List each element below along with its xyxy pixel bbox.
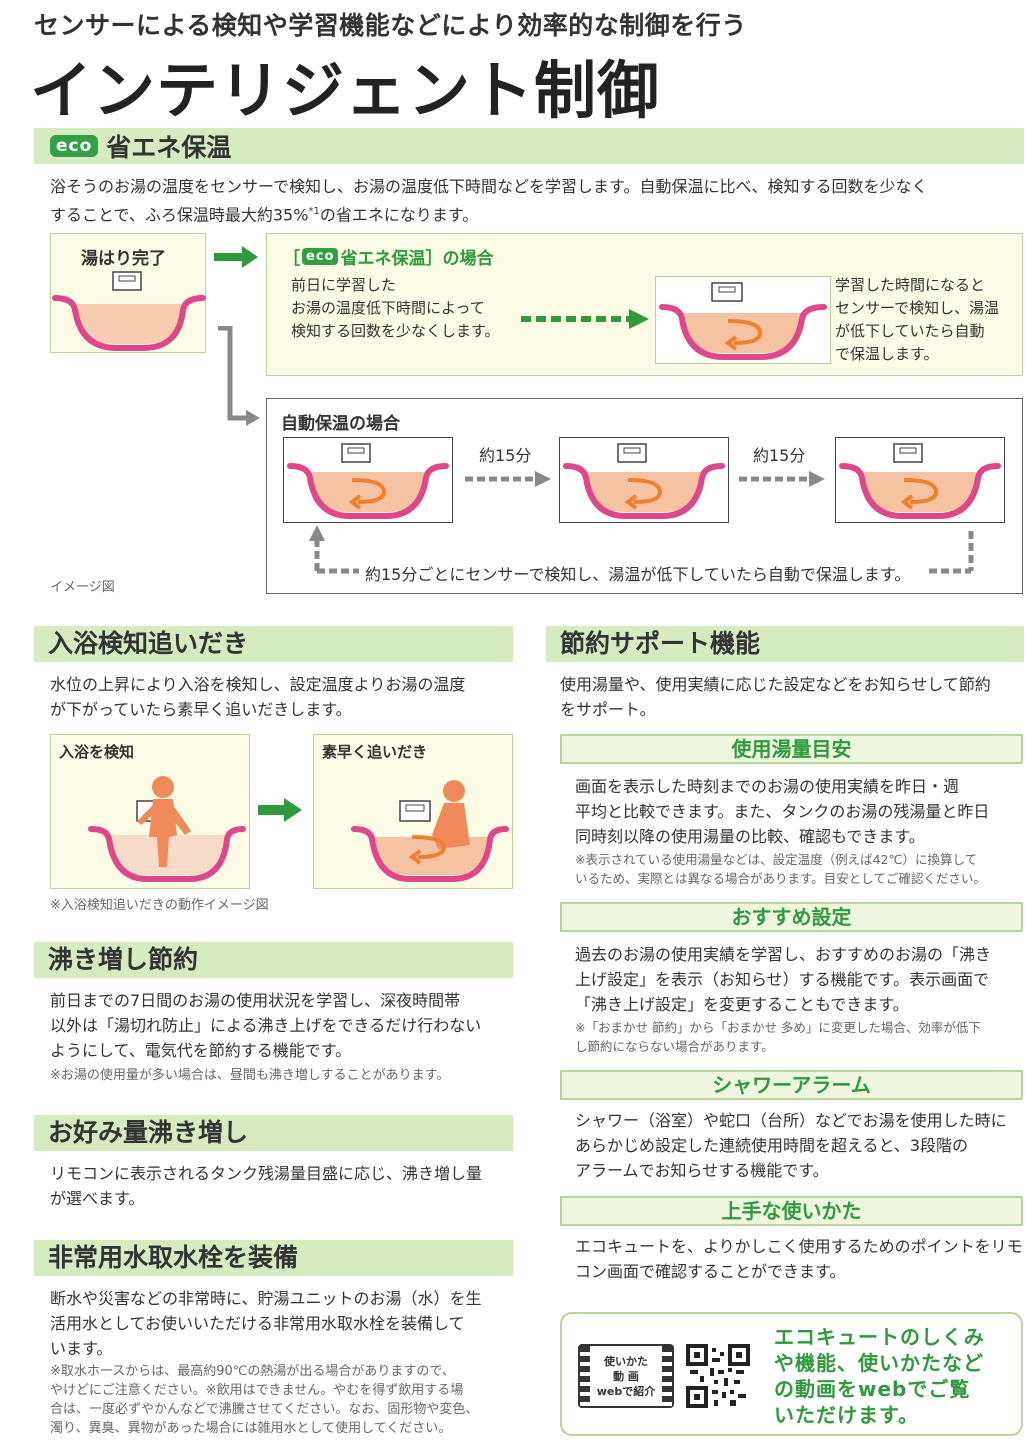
subhead-tips: 上手な使いかた (560, 1196, 1023, 1226)
video-badge: 使いかた 動 画 webで紹介 (578, 1344, 674, 1408)
page-title: インテリジェント制御 (30, 54, 661, 127)
nyuyoku-panel-reheat: 素早く追いだき (313, 734, 513, 889)
eco-badge-small: eco (302, 248, 339, 265)
dashed-arrow-icon (521, 309, 649, 329)
eco-tub-panel (655, 276, 831, 364)
interval-label-2: 約15分 (753, 446, 806, 465)
subhead-usage: 使用湯量目安 (560, 734, 1023, 764)
eco-section-header: eco 省エネ保温 (34, 128, 1024, 164)
bath-tub-icon (52, 271, 206, 351)
wakimashi-header: 沸き増し節約 (34, 942, 513, 978)
wakimashi-note: ※お湯の使用量が多い場合は、昼間も沸き増しすることがあります。 (50, 1068, 450, 1083)
tips-desc: エコキュートを、よりかしこく使用するためのポイントをリモ コン画面で確認すること… (575, 1237, 1023, 1281)
eco-case-panel: ［ eco 省エネ保温］の場合 前日に学習した お湯の温度低下時間によって 検知… (266, 233, 1023, 376)
shower-alarm-desc: シャワー（浴室）や蛇口（台所）などでお湯を使用した時に あらかじめ設定した連続使… (575, 1111, 1007, 1180)
page-kicker: センサーによる検知や学習機能などにより効率的な制御を行う (34, 11, 747, 40)
arrow-right-icon (258, 798, 302, 822)
auto-case-label: 自動保温の場合 (281, 414, 400, 434)
setsuyaku-desc: 使用湯量や、使用実績に応じた設定などをお知らせして節約 をサポート。 (560, 675, 991, 719)
bath-tub-heating-icon (563, 443, 725, 519)
eco-badge: eco (50, 135, 99, 157)
recommend-desc: 過去のお湯の使用実績を学習し、おすすめのお湯の「沸き 上げ設定」を表示（お知らせ… (575, 945, 992, 1014)
eco-heading: 省エネ保温 (106, 133, 232, 162)
eco-case-label: ［ eco 省エネ保温］の場合 (283, 248, 494, 269)
interval-label-1: 約15分 (479, 446, 532, 465)
okonomi-desc: リモコンに表示されるタンク残湯量目盛に応じ、沸き増し量 が選べます。 (50, 1164, 483, 1208)
nyuyoku-panel-detect: 入浴を検知 (50, 734, 250, 889)
dashed-arrow-icon (739, 471, 825, 487)
panel-detect-label: 入浴を検知 (59, 743, 135, 761)
film-strip-icon (662, 1346, 672, 1406)
nyuyoku-header: 入浴検知追いだき (34, 626, 513, 662)
recommend-note: ※「おまかせ 節約」から「おまかせ 多め」に変更した場合、効率が低下 し節約にな… (575, 1020, 981, 1054)
hijou-header: 非常用水取水栓を装備 (34, 1240, 513, 1276)
bather-reheat-icon (351, 780, 509, 882)
hijou-desc: 断水や災害などの非常時に、貯湯ユニットのお湯（水）を生 活用水としてお使いいただ… (50, 1289, 482, 1358)
subhead-shower-alarm: シャワーアラーム (560, 1070, 1023, 1100)
eco-case-text: 前日に学習した お湯の温度低下時間によって 検知する回数を少なくします。 (291, 276, 500, 340)
gray-connector-arrow (218, 326, 260, 426)
qr-code-icon[interactable] (686, 1344, 750, 1408)
yuhari-label: 湯はり完了 (81, 249, 166, 269)
usage-desc: 画面を表示した時刻までのお湯の使用実績を昨日・週 平均と比較できます。また、タン… (575, 777, 990, 846)
auto-case-panel: 自動保温の場合 約15分 約15分 (266, 398, 1023, 594)
subhead-recommend: おすすめ設定 (560, 902, 1023, 932)
film-strip-icon (580, 1346, 590, 1406)
dashed-arrow-icon (465, 471, 551, 487)
setsuyaku-header: 節約サポート機能 (546, 626, 1024, 662)
okonomi-header: お好み量沸き増し (34, 1115, 513, 1151)
auto-loop-text: 約15分ごとにセンサーで検知し、湯温が低下していたら自動で保温します。 (365, 565, 911, 584)
video-promo-panel[interactable]: 使いかた 動 画 webで紹介 エコキュートのしくみ や機能、使いかたなど の動… (560, 1312, 1023, 1436)
panel-reheat-label: 素早く追いだき (322, 743, 428, 761)
bather-entering-icon (88, 776, 246, 882)
bath-tub-heating-icon (659, 282, 827, 360)
auto-tub-2 (559, 437, 729, 523)
eco-case-right-text: 学習した時間になると センサーで検知し、湯温 が低下していたら自動 で保温します… (835, 276, 1000, 363)
loop-back-arrow (309, 525, 974, 574)
bath-tub-heating-icon (287, 443, 449, 519)
bath-tub-heating-icon (839, 443, 1001, 519)
arrow-right-icon (214, 246, 258, 268)
nyuyoku-note: ※入浴検知追いだきの動作イメージ図 (50, 898, 269, 913)
nyuyoku-desc: 水位の上昇により入浴を検知し、設定温度よりお湯の温度 が下がっていたら素早く追い… (50, 675, 466, 719)
auto-tub-1 (283, 437, 453, 523)
auto-tub-3 (835, 437, 1005, 523)
video-promo-text: エコキュートのしくみ や機能、使いかたなど の動画をwebでご覧 いただけます。 (774, 1325, 985, 1427)
hijou-note: ※取水ホースからは、最高約90℃の熱湯が出る場合がありますので、 やけどにご注意… (50, 1364, 479, 1436)
yuhari-panel: 湯はり完了 (50, 233, 206, 353)
eco-description: 浴そうのお湯の温度をセンサーで検知し、お湯の温度低下時間などを学習します。自動保… (50, 177, 928, 225)
image-note: イメージ図 (50, 580, 115, 595)
wakimashi-desc: 前日までの7日間のお湯の使用状況を学習し、深夜時間帯 以外は「湯切れ防止」による… (50, 991, 482, 1060)
usage-note: ※表示されている使用湯量などは、設定温度（例えば42℃）に換算して いるため、実… (575, 852, 986, 886)
